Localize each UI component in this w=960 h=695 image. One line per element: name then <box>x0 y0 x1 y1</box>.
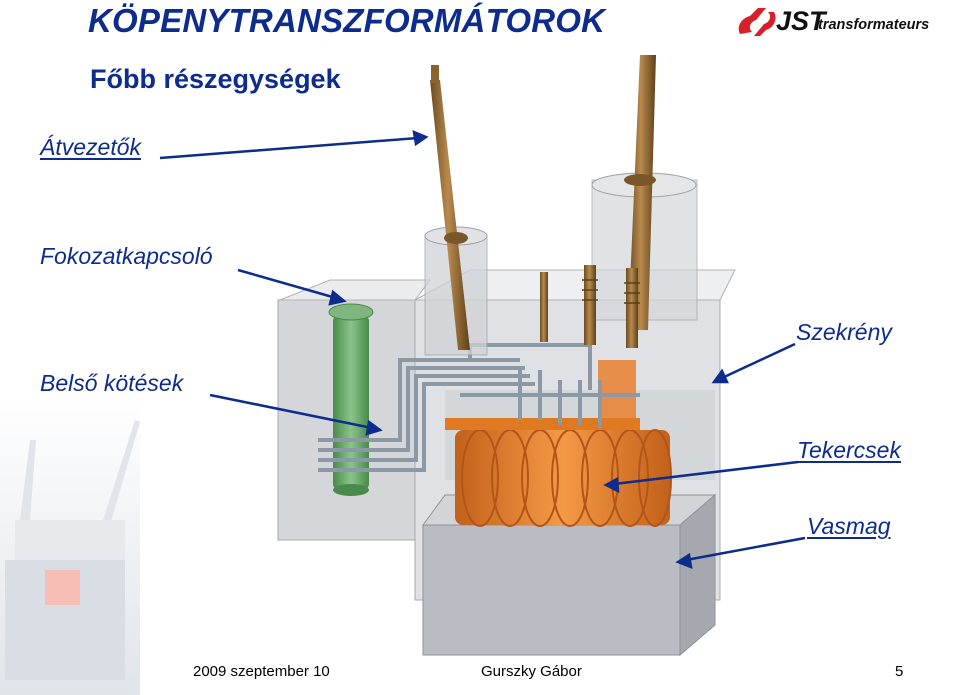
label-tank: Szekrény <box>796 319 892 345</box>
label-windings: Tekercsek <box>797 437 901 463</box>
tap-changer <box>328 303 374 496</box>
bushings <box>430 55 656 350</box>
label-core: Vasmag <box>807 513 891 539</box>
footer-author: Gurszky Gábor <box>481 663 582 680</box>
jst-logo-icon <box>738 8 776 36</box>
footer-date: 2009 szeptember 10 <box>193 663 330 680</box>
background-photo <box>0 400 140 695</box>
label-tap-changer: Fokozatkapcsoló <box>40 243 213 269</box>
logo-mark: JST <box>776 6 826 36</box>
slide-subtitle: Főbb részegységek <box>90 64 341 94</box>
company-logo: JST transformateurs <box>736 4 936 40</box>
slide-title: KÖPENYTRANSZFORMÁTOROK <box>88 2 606 39</box>
label-internal-connections: Belső kötések <box>40 370 184 396</box>
internal-connections <box>318 343 640 472</box>
logo-word: transformateurs <box>818 17 930 33</box>
pointer-arrows <box>159 129 806 569</box>
label-bushings: Átvezetők <box>40 134 141 160</box>
page-number: 5 <box>895 663 904 680</box>
small-bushings <box>540 265 640 348</box>
